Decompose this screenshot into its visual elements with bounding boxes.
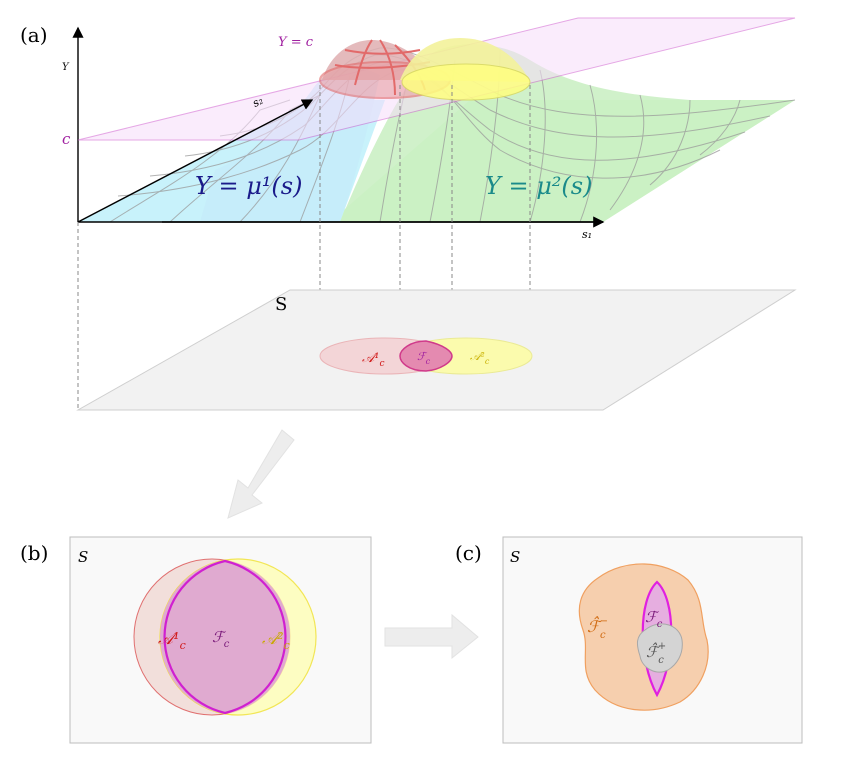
plane-label: Y = c	[278, 35, 314, 50]
set-f-outline	[163, 559, 287, 715]
c-tick-label: c	[62, 130, 71, 148]
y-axis-label: Y	[62, 62, 70, 73]
proj-a1-label: 𝒜¹c	[362, 351, 385, 369]
domain-label: S	[275, 294, 287, 315]
panel-c-space-label: S	[510, 548, 520, 566]
panel-b-a1-label: 𝒜¹c	[158, 629, 186, 652]
panel-b-a2-label: 𝒜²c	[262, 629, 290, 652]
set-f	[160, 559, 290, 715]
proj-a2-label: 𝒜²c	[470, 350, 490, 366]
panel-b-tag: (b)	[20, 541, 48, 565]
panel-a-tag: (a)	[20, 23, 48, 47]
panel-c: (c) S ℱc ℱ̂−c ℱ̂+c	[455, 536, 803, 744]
arrow-b-to-c	[384, 613, 479, 660]
arrow-a-to-b	[227, 429, 295, 519]
panel-c-tag: (c)	[455, 541, 482, 565]
s1-axis-label: s₁	[582, 228, 592, 241]
s2-axis	[77, 99, 314, 223]
surface-1-label: Y = μ¹(s)	[195, 172, 302, 200]
panel-b-space-label: S	[78, 548, 88, 566]
panel-a: (a) Y	[20, 17, 797, 411]
surface-2-label: Y = μ²(s)	[485, 172, 592, 200]
dome-2	[400, 38, 531, 101]
proj-f-label: ℱc	[417, 350, 431, 366]
panel-c-f-plus-label: ℱ̂+c	[646, 641, 666, 666]
panel-b: (b) S 𝒜¹c ℱc 𝒜²c	[20, 536, 372, 744]
projected-f	[399, 340, 453, 372]
set-f-plus	[636, 623, 683, 673]
panel-b-f-label: ℱc	[212, 628, 230, 650]
panel-c-f-label: ℱc	[645, 608, 663, 630]
panel-c-f-minus-label: ℱ̂−c	[587, 616, 608, 641]
